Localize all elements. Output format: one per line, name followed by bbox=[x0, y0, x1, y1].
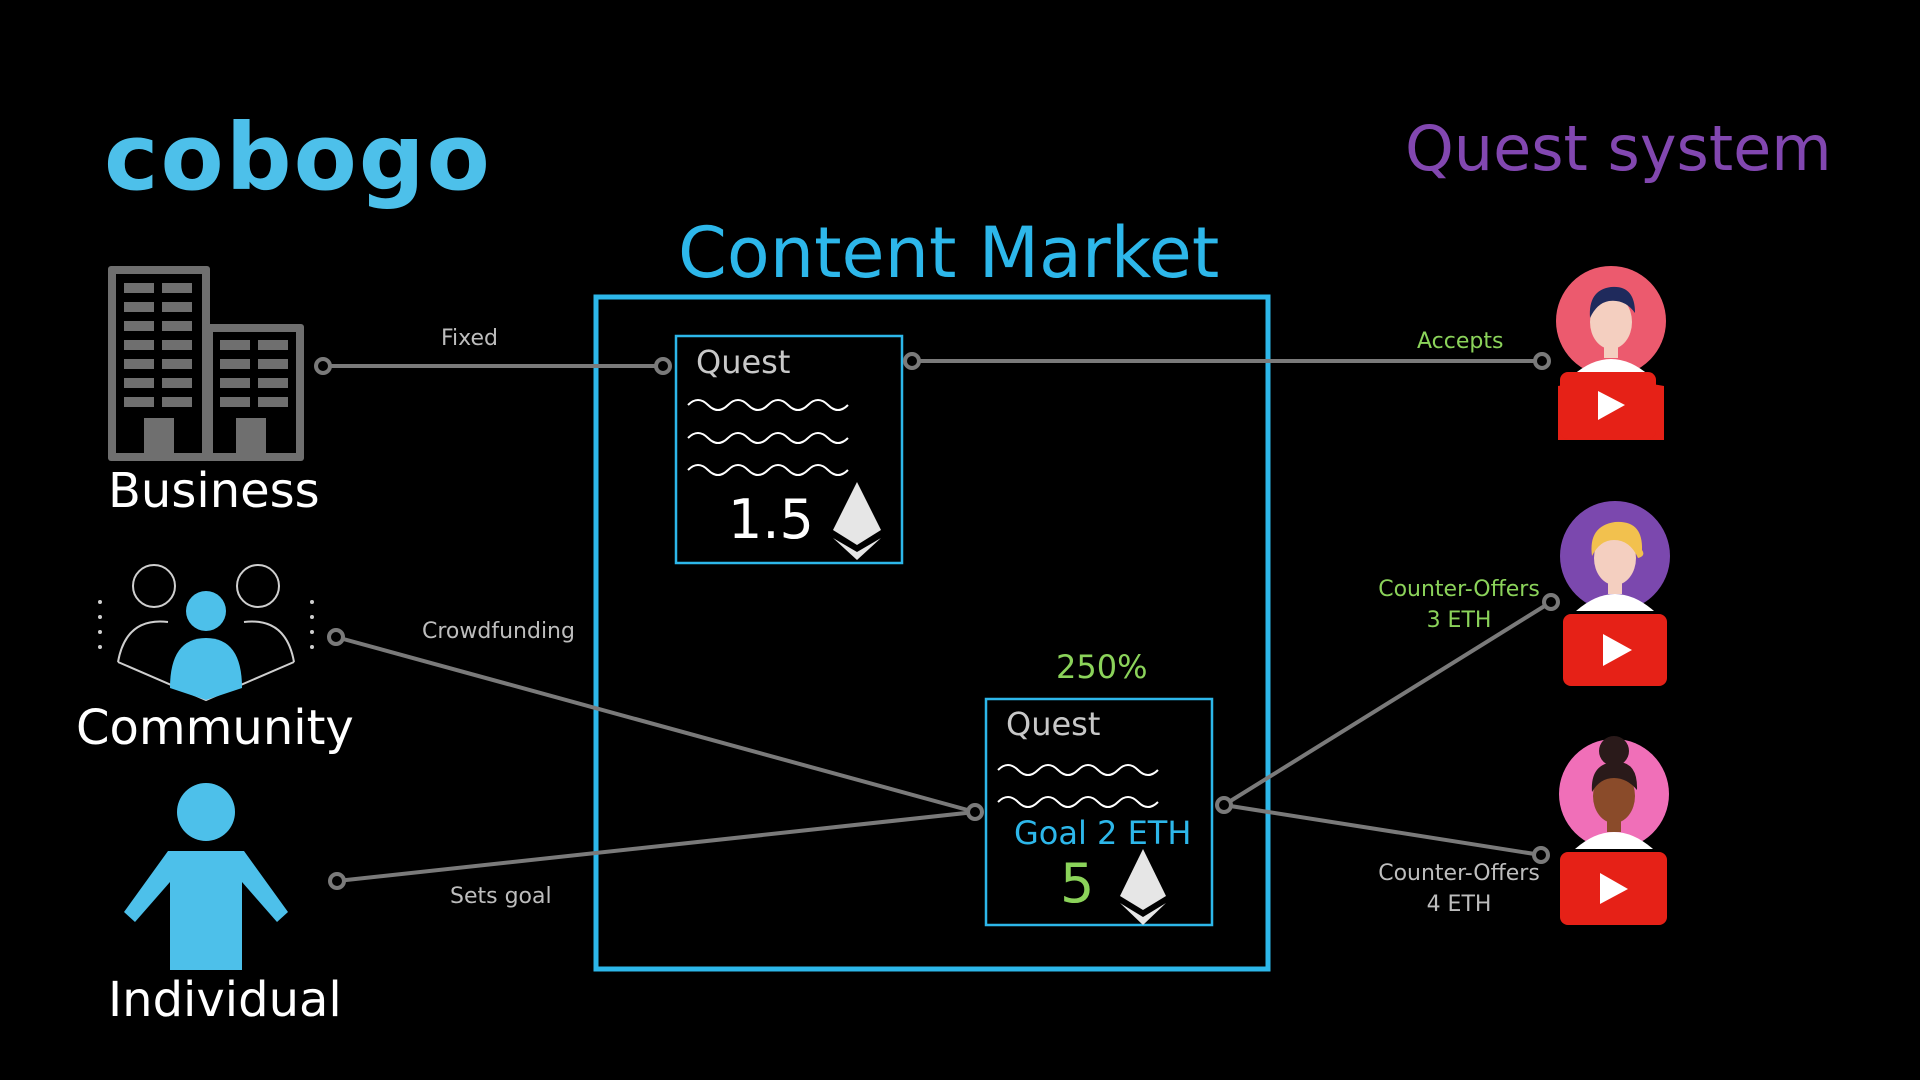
community-icon bbox=[98, 564, 314, 702]
content-market-title: Content Market bbox=[678, 212, 1220, 294]
creator-avatar-icon bbox=[1559, 736, 1669, 925]
ethereum-icon bbox=[833, 482, 881, 560]
actor-label-individual: Individual bbox=[108, 972, 342, 1028]
creator-avatar-icon bbox=[1560, 501, 1670, 686]
quest-1-title: Quest bbox=[696, 343, 791, 381]
edge-label-accepts: Accepts bbox=[1417, 329, 1504, 354]
counter-offer-2-amount: 4 ETH bbox=[1426, 892, 1492, 917]
connector-node bbox=[1533, 352, 1551, 370]
connector-node bbox=[328, 872, 346, 890]
creator-avatar-icon bbox=[1556, 266, 1666, 440]
edge-label-counter-offer-2: Counter-Offers 4 ETH bbox=[1366, 858, 1552, 920]
quest-card-2 bbox=[984, 697, 1214, 927]
person-icon bbox=[124, 783, 288, 970]
connector-node bbox=[1542, 593, 1560, 611]
quest-card-1 bbox=[674, 334, 904, 565]
quest-2-goal: Goal 2 ETH bbox=[1014, 814, 1192, 852]
connector-counter-offer-1 bbox=[1222, 600, 1553, 807]
quest-2-title: Quest bbox=[1006, 705, 1101, 743]
edge-label-crowdfunding: Crowdfunding bbox=[422, 619, 575, 644]
cobogo-logo: cobogo bbox=[104, 104, 492, 211]
connector-crowdfunding bbox=[335, 635, 976, 814]
connector-counter-offer-2 bbox=[1223, 803, 1542, 857]
quest-2-description-lines bbox=[997, 764, 1159, 808]
counter-offer-2-text: Counter-Offers bbox=[1378, 861, 1540, 886]
connector-node bbox=[1532, 846, 1550, 864]
page-title: Quest system bbox=[1405, 112, 1832, 185]
quest-2-funding-percent: 250% bbox=[1056, 648, 1148, 686]
actor-label-business: Business bbox=[108, 463, 320, 519]
building-icon bbox=[108, 266, 304, 461]
connector-node bbox=[314, 357, 332, 375]
edge-label-counter-offer-1: Counter-Offers 3 ETH bbox=[1366, 574, 1552, 636]
edge-label-sets-goal: Sets goal bbox=[450, 884, 552, 909]
counter-offer-1-text: Counter-Offers bbox=[1378, 577, 1540, 602]
connector-node bbox=[903, 352, 921, 370]
actor-label-community: Community bbox=[76, 700, 354, 756]
connector-node bbox=[654, 357, 672, 375]
connector-sets-goal bbox=[336, 810, 976, 883]
connector-node bbox=[966, 803, 984, 821]
quest-1-description-lines bbox=[687, 399, 849, 476]
quest-2-amount: 5 bbox=[1060, 852, 1095, 915]
edge-label-fixed: Fixed bbox=[441, 326, 499, 351]
content-market-box bbox=[593, 294, 1271, 972]
connector-node bbox=[1215, 796, 1233, 814]
counter-offer-1-amount: 3 ETH bbox=[1426, 608, 1492, 633]
connector-node bbox=[327, 628, 345, 646]
ethereum-icon bbox=[1120, 849, 1166, 925]
quest-1-amount: 1.5 bbox=[728, 488, 814, 551]
